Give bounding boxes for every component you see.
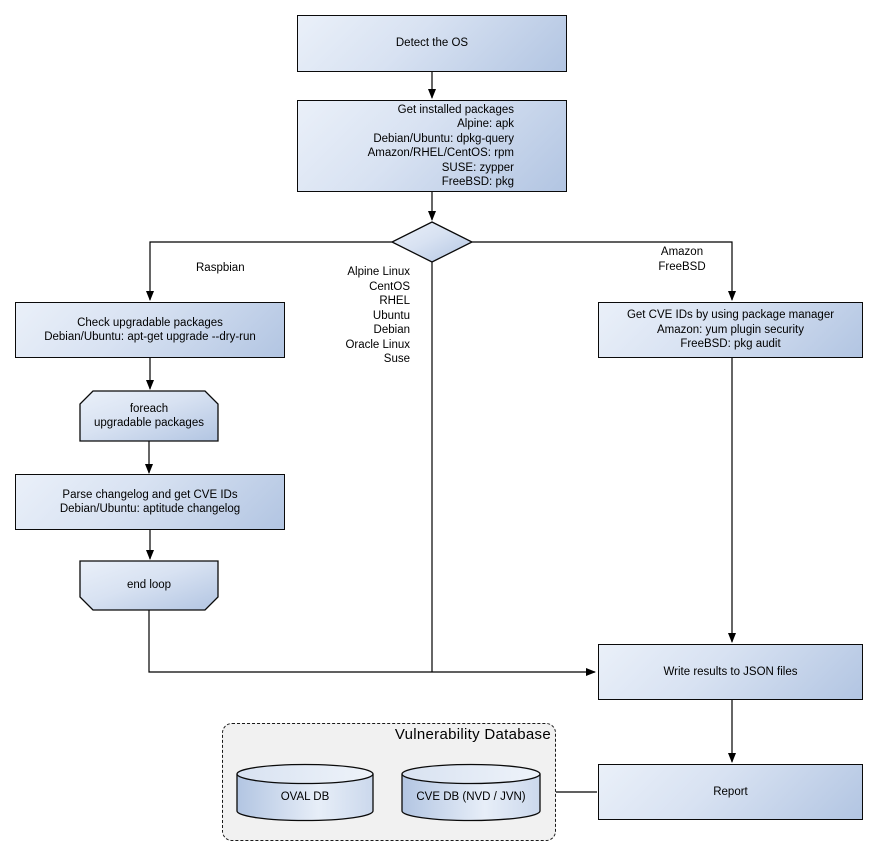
oval-db-label: OVAL DB — [280, 790, 330, 803]
edge-endloop-to-write-results — [148, 610, 596, 676]
end-loop-label: end loop — [126, 579, 172, 592]
vulnerability-db-title: Vulnerability Database — [394, 726, 551, 743]
edge-decision-to-check-upgradable — [146, 241, 392, 301]
foreach-loop-label: foreach upgradable packages — [94, 402, 204, 430]
node-get-cve-by-package-manager: Get CVE IDs by using package manager Ama… — [598, 302, 863, 358]
foreach-loop-shape — [79, 390, 219, 442]
cve-db-label: CVE DB (NVD / JVN) — [416, 790, 526, 803]
decision-os-diamond — [390, 221, 474, 263]
node-report: Report — [598, 764, 863, 820]
node-detect-os: Detect the OS — [297, 15, 567, 72]
edge-label-raspbian: Raspbian — [196, 262, 245, 274]
edge-decision-to-get-cve — [472, 241, 736, 301]
edge-label-amazon-freebsd: Amazon FreeBSD — [658, 246, 706, 273]
cylinder-cve-db — [401, 763, 541, 822]
cylinder-oval-db — [236, 763, 374, 822]
end-loop-shape — [79, 560, 219, 611]
node-check-upgradable-packages: Check upgradable packages Debian/Ubuntu:… — [15, 302, 285, 358]
edges — [145, 72, 736, 793]
node-write-results-json: Write results to JSON files — [598, 644, 863, 700]
edge-label-os-list: Alpine Linux CentOS RHEL Ubuntu Debian O… — [345, 266, 410, 365]
node-get-installed-packages: Get installed packages Alpine: apk Debia… — [297, 100, 567, 192]
node-parse-changelog: Parse changelog and get CVE IDs Debian/U… — [15, 474, 285, 530]
